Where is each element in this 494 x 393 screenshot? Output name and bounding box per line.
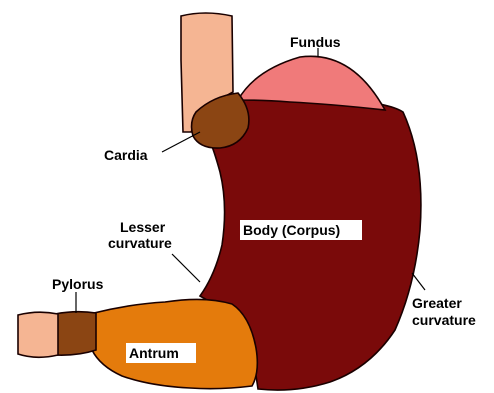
duodenum [18, 312, 58, 357]
pylorus-region [55, 312, 96, 355]
body-corpus-label: Body (Corpus) [243, 222, 340, 238]
pylorus-label: Pylorus [52, 276, 104, 292]
cardia-leader-line [162, 132, 200, 152]
greater-curvature-leader-line [412, 273, 425, 290]
greater-curvature-label-line1: Greater [412, 295, 462, 311]
fundus-label: Fundus [290, 34, 341, 50]
greater-curvature-label-line2: curvature [412, 312, 476, 328]
lesser-curvature-label-line2: curvature [108, 235, 172, 251]
lesser-curvature-leader-line [172, 254, 200, 282]
cardia-label: Cardia [104, 147, 148, 163]
antrum-label: Antrum [129, 345, 179, 361]
lesser-curvature-label-line1: Lesser [120, 219, 166, 235]
